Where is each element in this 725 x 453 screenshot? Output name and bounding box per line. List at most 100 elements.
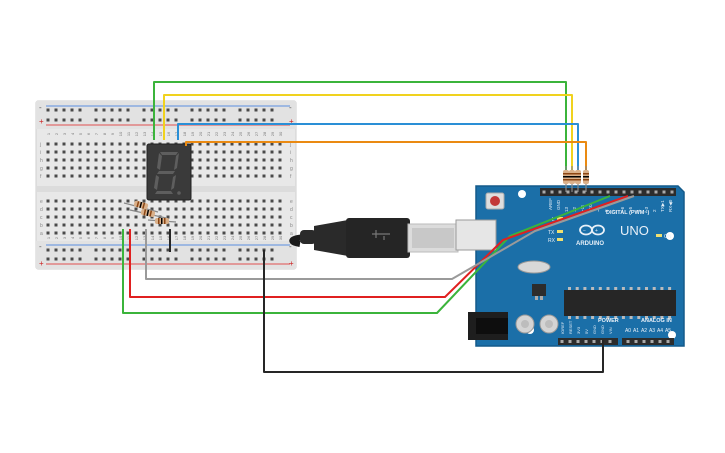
- terminal-hole[interactable]: [86, 199, 90, 203]
- terminal-hole[interactable]: [238, 199, 242, 203]
- terminal-hole[interactable]: [94, 231, 98, 235]
- terminal-hole[interactable]: [158, 199, 162, 203]
- wire-orange-top[interactable]: [185, 141, 587, 180]
- rail-hole[interactable]: [94, 118, 98, 122]
- terminal-hole[interactable]: [206, 231, 210, 235]
- terminal-hole[interactable]: [222, 158, 226, 162]
- terminal-hole[interactable]: [190, 150, 194, 154]
- rail-hole[interactable]: [246, 108, 250, 112]
- rail-hole[interactable]: [166, 118, 170, 122]
- terminal-hole[interactable]: [118, 231, 122, 235]
- terminal-hole[interactable]: [174, 231, 178, 235]
- terminal-hole[interactable]: [62, 207, 66, 211]
- terminal-hole[interactable]: [214, 166, 218, 170]
- terminal-hole[interactable]: [110, 174, 114, 178]
- header-pin[interactable]: [592, 340, 596, 343]
- terminal-hole[interactable]: [70, 207, 74, 211]
- wire-black-gnd[interactable]: [263, 250, 604, 373]
- terminal-hole[interactable]: [262, 207, 266, 211]
- terminal-hole[interactable]: [110, 223, 114, 227]
- rail-hole[interactable]: [254, 118, 258, 122]
- terminal-hole[interactable]: [198, 199, 202, 203]
- terminal-hole[interactable]: [86, 174, 90, 178]
- terminal-hole[interactable]: [126, 158, 130, 162]
- terminal-hole[interactable]: [94, 150, 98, 154]
- terminal-hole[interactable]: [126, 207, 130, 211]
- terminal-hole[interactable]: [102, 199, 106, 203]
- header-pin[interactable]: [666, 340, 670, 343]
- header-pin[interactable]: [568, 340, 572, 343]
- terminal-hole[interactable]: [62, 231, 66, 235]
- terminal-hole[interactable]: [126, 142, 130, 146]
- header-pin[interactable]: [630, 190, 634, 194]
- terminal-hole[interactable]: [142, 223, 146, 227]
- terminal-hole[interactable]: [118, 174, 122, 178]
- rail-hole[interactable]: [238, 108, 242, 112]
- terminal-hole[interactable]: [102, 142, 106, 146]
- terminal-hole[interactable]: [222, 207, 226, 211]
- terminal-hole[interactable]: [46, 150, 50, 154]
- terminal-hole[interactable]: [190, 199, 194, 203]
- rail-hole[interactable]: [214, 257, 218, 261]
- terminal-hole[interactable]: [46, 215, 50, 219]
- rail-hole[interactable]: [62, 118, 66, 122]
- terminal-hole[interactable]: [206, 150, 210, 154]
- rail-hole[interactable]: [70, 108, 74, 112]
- terminal-hole[interactable]: [254, 174, 258, 178]
- terminal-hole[interactable]: [126, 231, 130, 235]
- terminal-hole[interactable]: [222, 166, 226, 170]
- terminal-hole[interactable]: [54, 166, 58, 170]
- terminal-hole[interactable]: [254, 166, 258, 170]
- terminal-hole[interactable]: [102, 174, 106, 178]
- terminal-hole[interactable]: [150, 215, 154, 219]
- wire-green-bottom[interactable]: [122, 195, 611, 314]
- header-pin[interactable]: [598, 190, 602, 194]
- rail-hole[interactable]: [78, 257, 82, 261]
- rail-hole[interactable]: [62, 108, 66, 112]
- terminal-hole[interactable]: [118, 158, 122, 162]
- rail-hole[interactable]: [246, 118, 250, 122]
- resistor-breadboard-3[interactable]: [147, 218, 177, 224]
- terminal-hole[interactable]: [198, 231, 202, 235]
- terminal-hole[interactable]: [150, 231, 154, 235]
- terminal-hole[interactable]: [54, 207, 58, 211]
- terminal-hole[interactable]: [126, 166, 130, 170]
- terminal-hole[interactable]: [214, 207, 218, 211]
- rail-hole[interactable]: [158, 118, 162, 122]
- terminal-hole[interactable]: [246, 215, 250, 219]
- header-pin[interactable]: [654, 190, 658, 194]
- terminal-hole[interactable]: [214, 199, 218, 203]
- terminal-hole[interactable]: [182, 223, 186, 227]
- rail-hole[interactable]: [102, 257, 106, 261]
- rail-hole[interactable]: [158, 248, 162, 252]
- terminal-hole[interactable]: [278, 199, 282, 203]
- terminal-hole[interactable]: [270, 223, 274, 227]
- rail-hole[interactable]: [78, 118, 82, 122]
- terminal-hole[interactable]: [198, 158, 202, 162]
- terminal-hole[interactable]: [254, 199, 258, 203]
- terminal-hole[interactable]: [214, 174, 218, 178]
- terminal-hole[interactable]: [86, 215, 90, 219]
- rail-hole[interactable]: [70, 118, 74, 122]
- terminal-hole[interactable]: [110, 199, 114, 203]
- rail-hole[interactable]: [54, 257, 58, 261]
- terminal-hole[interactable]: [46, 158, 50, 162]
- terminal-hole[interactable]: [230, 166, 234, 170]
- terminal-hole[interactable]: [150, 207, 154, 211]
- rail-hole[interactable]: [238, 118, 242, 122]
- rail-hole[interactable]: [254, 257, 258, 261]
- terminal-hole[interactable]: [158, 223, 162, 227]
- rail-hole[interactable]: [254, 248, 258, 252]
- wire-blue-top[interactable]: [177, 123, 579, 180]
- terminal-hole[interactable]: [94, 215, 98, 219]
- terminal-hole[interactable]: [190, 231, 194, 235]
- wire-gray-bottom[interactable]: [145, 195, 635, 280]
- terminal-hole[interactable]: [230, 207, 234, 211]
- terminal-hole[interactable]: [262, 166, 266, 170]
- terminal-hole[interactable]: [254, 231, 258, 235]
- header-pin[interactable]: [574, 190, 578, 194]
- header-pin[interactable]: [626, 340, 630, 343]
- header-pin[interactable]: [638, 190, 642, 194]
- terminal-hole[interactable]: [142, 166, 146, 170]
- rail-hole[interactable]: [118, 248, 122, 252]
